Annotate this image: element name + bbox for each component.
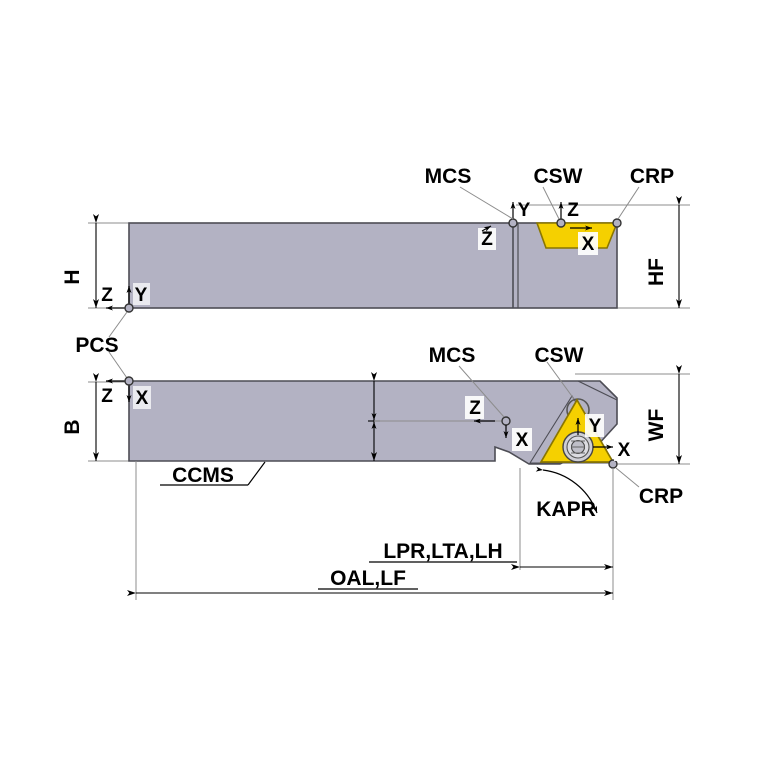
ccms-callout: CCMS	[172, 464, 234, 487]
kapr-angle-group: KAPR	[535, 466, 598, 521]
top-crp-marker	[612, 218, 622, 228]
bot-pcs-x-label-bg	[133, 386, 151, 409]
bot-mcs-x-label: X	[516, 430, 529, 451]
bot-csw-y-label-bg	[585, 414, 604, 437]
bottom-view-csw-point: CSW Y	[535, 344, 604, 437]
top-view-shank	[128, 222, 618, 309]
top-csw-marker	[556, 218, 566, 228]
top-csw-z-label: Z	[567, 200, 579, 221]
bot-mcs-callout: MCS	[429, 344, 476, 367]
ccms-leader	[247, 461, 266, 486]
bot-csw-callout: CSW	[535, 344, 584, 367]
top-crp-x-label: X	[582, 234, 595, 255]
dimension-label-h: H	[61, 269, 84, 284]
top-view-pcs-origin: Z Y	[99, 283, 150, 313]
top-crp-x-label-bg	[578, 232, 598, 255]
top-mcs-callout: MCS	[425, 165, 472, 188]
dimension-label-oal: OAL,LF	[330, 567, 406, 590]
bottom-view-head-chamfer	[577, 380, 618, 401]
bot-pcs-origin-marker	[124, 376, 134, 386]
top-mcs-z-arrow	[481, 225, 492, 232]
top-pcs-y-label: Y	[135, 285, 148, 306]
bottom-view-body	[128, 380, 618, 465]
top-pcs-y-label-bg	[133, 283, 150, 305]
top-view-crp-point: X CRP	[570, 165, 674, 255]
bot-csw-leader	[546, 361, 575, 400]
top-pcs-z-label-bg	[99, 283, 116, 305]
bot-mcs-z-label-bg	[465, 396, 484, 419]
top-mcs-z-label-bg	[478, 228, 496, 250]
top-pcs-origin-marker	[124, 303, 134, 313]
kapr-callout: KAPR	[536, 498, 596, 521]
pcs-callout-group: PCS	[75, 311, 128, 379]
top-view-mcs-point: Z Y MCS	[425, 165, 531, 250]
top-mcs-leader	[459, 186, 514, 220]
bot-pcs-z-label: Z	[101, 386, 113, 407]
bot-crp-leader	[615, 467, 640, 488]
top-view-csw-point: Z CSW	[534, 165, 583, 228]
bot-pcs-z-label-bg	[99, 385, 116, 407]
top-mcs-z-label: Z	[481, 229, 493, 250]
top-csw-leader	[542, 186, 560, 220]
pcs-leader-bottom	[108, 351, 128, 379]
bot-crp-marker	[608, 459, 618, 469]
top-mcs-marker	[508, 218, 518, 228]
bottom-view-pcs-origin: Z X	[99, 376, 151, 409]
top-view-insert	[535, 222, 619, 249]
bot-pcs-x-label: X	[136, 388, 149, 409]
top-crp-leader	[617, 186, 640, 220]
pcs-leader-top	[108, 311, 128, 338]
dimension-label-b: B	[61, 419, 84, 434]
bot-crp-x-label: X	[618, 440, 631, 461]
top-mcs-y-label: Y	[518, 200, 531, 221]
top-crp-callout: CRP	[630, 165, 674, 188]
top-csw-callout: CSW	[534, 165, 583, 188]
dimension-label-hf: HF	[645, 258, 668, 286]
bottom-view-mcs-point: Z X MCS	[429, 344, 532, 451]
bot-mcs-z-label: Z	[469, 398, 481, 419]
bot-crp-x-label-bg	[614, 438, 634, 461]
top-view-group: H HF Z Y Z Y MCS Z	[61, 165, 690, 313]
bot-mcs-x-label-bg	[512, 428, 532, 451]
pcs-callout: PCS	[75, 334, 118, 357]
top-pcs-z-label: Z	[101, 285, 113, 306]
dimension-label-lpr: LPR,LTA,LH	[383, 540, 502, 563]
bot-csw-y-label: Y	[589, 416, 602, 437]
bottom-dimension-group: LPR,LTA,LH OAL,LF	[127, 461, 614, 600]
insert-clamp-screw	[562, 431, 594, 463]
ccms-callout-group: CCMS	[160, 461, 266, 487]
dimension-label-wf: WF	[645, 409, 668, 442]
bot-mcs-leader	[458, 365, 505, 418]
kapr-arc	[535, 466, 598, 514]
bot-mcs-marker	[501, 416, 511, 426]
bot-crp-callout: CRP	[639, 485, 683, 508]
